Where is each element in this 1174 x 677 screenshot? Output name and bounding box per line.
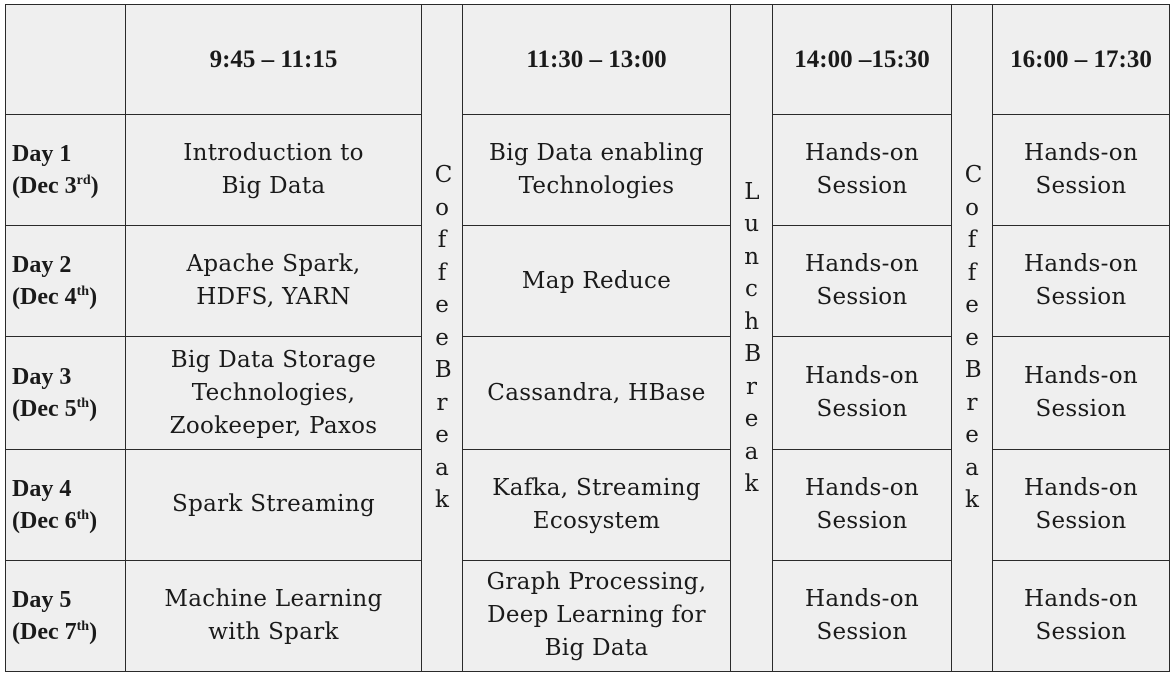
day-date: (Dec 6th): [12, 507, 98, 534]
day-name: Day 5: [12, 586, 72, 613]
coffee-break-1: Coffee Break: [421, 4, 463, 672]
corner-cell: [5, 3, 126, 116]
coffee-break-1-label: Coffee Break: [434, 162, 453, 514]
day-date: (Dec 5th): [12, 396, 98, 423]
session-cell: Hands-on Session: [772, 448, 952, 561]
session-cell: Map Reduce: [462, 225, 731, 338]
time-header-3: 14:00 –15:30: [772, 3, 952, 116]
session-cell: Graph Processing, Deep Learning for Big …: [462, 559, 731, 673]
time-header-4: 16:00 – 17:30: [992, 3, 1170, 116]
time-header-2: 11:30 – 13:00: [462, 3, 731, 116]
session-cell: Hands-on Session: [772, 336, 952, 450]
session-cell: Hands-on Session: [992, 559, 1170, 673]
session-cell: Hands-on Session: [772, 559, 952, 673]
schedule-table: 9:45 – 11:15 Coffee Break 11:30 – 13:00 …: [5, 3, 1170, 673]
session-cell: Cassandra, HBase: [462, 336, 731, 450]
session-cell: Hands-on Session: [992, 336, 1170, 450]
day-row-1: Day 1(Dec 3rd) Introduction to Big Data …: [5, 114, 1170, 227]
session-cell: Big Data enabling Technologies: [462, 114, 731, 227]
day-name: Day 4: [12, 475, 72, 502]
day-label-2: Day 2 (Dec 4th): [5, 225, 126, 338]
coffee-break-2: Coffee Break: [951, 4, 993, 672]
session-cell: Big Data Storage Technologies, Zookeeper…: [125, 336, 422, 450]
session-cell: Hands-on Session: [772, 225, 952, 338]
time-header-1: 9:45 – 11:15: [125, 3, 422, 116]
day-date: (Dec 4th): [12, 284, 98, 311]
session-cell: Apache Spark, HDFS, YARN: [125, 225, 422, 338]
day-name: Day 3: [12, 364, 72, 391]
coffee-break-2-label: Coffee Break: [964, 162, 983, 514]
header-row: 9:45 – 11:15 Coffee Break 11:30 – 13:00 …: [5, 3, 1170, 672]
day-name: Day 1: [12, 141, 72, 168]
day-row-3: Day 3 (Dec 5th) Big Data Storage Technolo…: [5, 336, 1170, 450]
day-label-4: Day 4 (Dec 6th): [5, 448, 126, 561]
day-row-4: Day 4 (Dec 6th) Spark Streaming Kafka, St…: [5, 448, 1170, 561]
lunch-break: Lunch Break: [730, 4, 773, 672]
day-label-5: Day 5 (Dec 7th): [5, 559, 126, 673]
day-label-3: Day 3 (Dec 5th): [5, 336, 126, 450]
session-cell: Kafka, Streaming Ecosystem: [462, 448, 731, 561]
session-cell: Hands-on Session: [992, 114, 1170, 227]
session-cell: Hands-on Session: [772, 114, 952, 227]
day-row-2: Day 2(Dec 4th) Apache Spark, HDFS, YARN …: [5, 225, 1170, 338]
session-cell: Hands-on Session: [992, 225, 1170, 338]
session-cell: Hands-on Session: [992, 448, 1170, 561]
day-date: (Dec 7th): [12, 618, 98, 645]
day-date: (Dec 3rd): [12, 173, 99, 200]
lunch-break-label: Lunch Break: [744, 178, 762, 498]
day-name: Day 2: [12, 252, 72, 279]
day-label-1: Day 1 (Dec 3rd): [5, 114, 126, 227]
session-cell: Machine Learning with Spark: [125, 559, 422, 673]
session-cell: Introduction to Big Data: [125, 114, 422, 227]
day-row-5: Day 5 (Dec 7th) Machine Learning with Spa…: [5, 559, 1170, 673]
session-cell: Spark Streaming: [125, 448, 422, 561]
